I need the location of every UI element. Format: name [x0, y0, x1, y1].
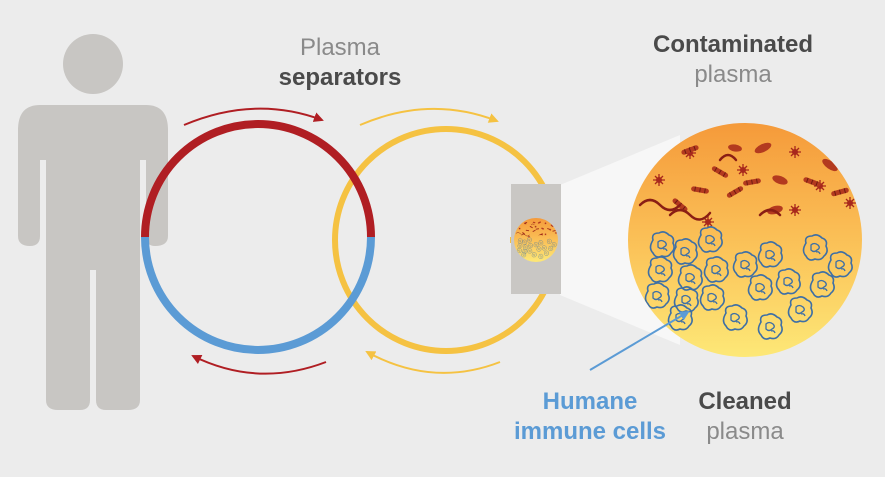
- separators-label: Plasma separators: [250, 33, 430, 93]
- arterial-line: [141, 120, 375, 238]
- venous-line: [141, 236, 375, 354]
- person-icon: [18, 34, 168, 410]
- separators-label-line1: Plasma: [299, 34, 381, 61]
- contaminated-label: Contaminated plasma: [628, 30, 838, 90]
- flow-arrow-bottom-yellow: [365, 351, 501, 374]
- flow-arrow-bottom-red: [191, 355, 327, 375]
- cleaned-label-line1: Cleaned: [698, 388, 792, 415]
- immune-cells-label: Humane immune cells: [505, 387, 675, 447]
- filter-preview: [514, 218, 558, 262]
- immune-cells-label-line2: immune cells: [513, 418, 667, 445]
- immune-cells-pointer: [589, 310, 690, 371]
- pathogen-cluster: [638, 142, 857, 229]
- contaminated-label-line1: Contaminated: [652, 31, 813, 58]
- cleaned-label-line2: plasma: [706, 418, 784, 445]
- contaminated-label-line2: plasma: [694, 61, 772, 88]
- separators-label-line2: separators: [278, 64, 402, 91]
- flow-arrow-top-red: [183, 107, 324, 126]
- cleaned-label: Cleaned plasma: [680, 387, 810, 447]
- flow-arrow-top-yellow: [359, 107, 499, 126]
- immune-cells-label-line1: Humane: [542, 388, 638, 415]
- magnified-plasma: [628, 123, 862, 357]
